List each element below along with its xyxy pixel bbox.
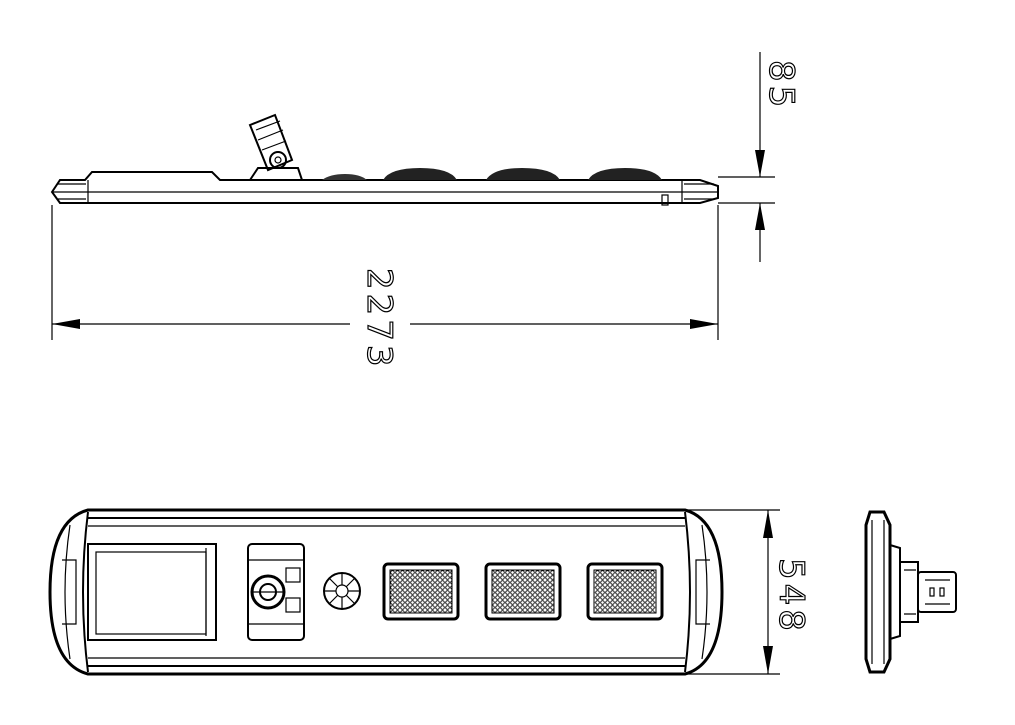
panel-compartment — [87, 543, 217, 641]
side-led-bump-2 — [486, 168, 560, 180]
length-dimension: 2273 — [51, 205, 719, 371]
led-module-1 — [382, 562, 460, 621]
width-dimension: 548 — [685, 509, 812, 675]
height-dimension: 85 — [718, 52, 802, 262]
mount-bracket-top — [247, 543, 305, 641]
side-view: 2273 85 — [50, 52, 802, 371]
length-dimension-label: 2273 — [359, 268, 399, 371]
mount-bracket-side — [248, 113, 304, 181]
led-module-2 — [484, 562, 562, 621]
top-view: 548 — [48, 508, 812, 676]
sensor-icon — [323, 572, 361, 610]
side-led-bump-1 — [383, 168, 457, 180]
end-view — [864, 510, 957, 674]
led-module-3 — [586, 562, 664, 621]
width-dimension-label: 548 — [771, 558, 811, 635]
height-dimension-label: 85 — [761, 60, 801, 111]
side-led-bump-3 — [588, 168, 662, 180]
